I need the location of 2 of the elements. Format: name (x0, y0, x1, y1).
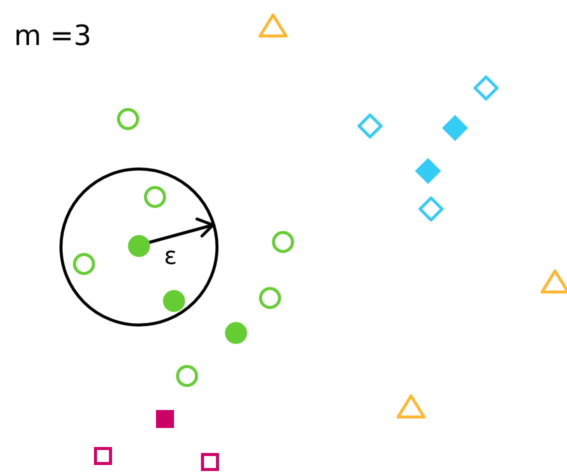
parameter-label: m =3 (14, 22, 92, 50)
epsilon-label: ε (164, 244, 177, 268)
